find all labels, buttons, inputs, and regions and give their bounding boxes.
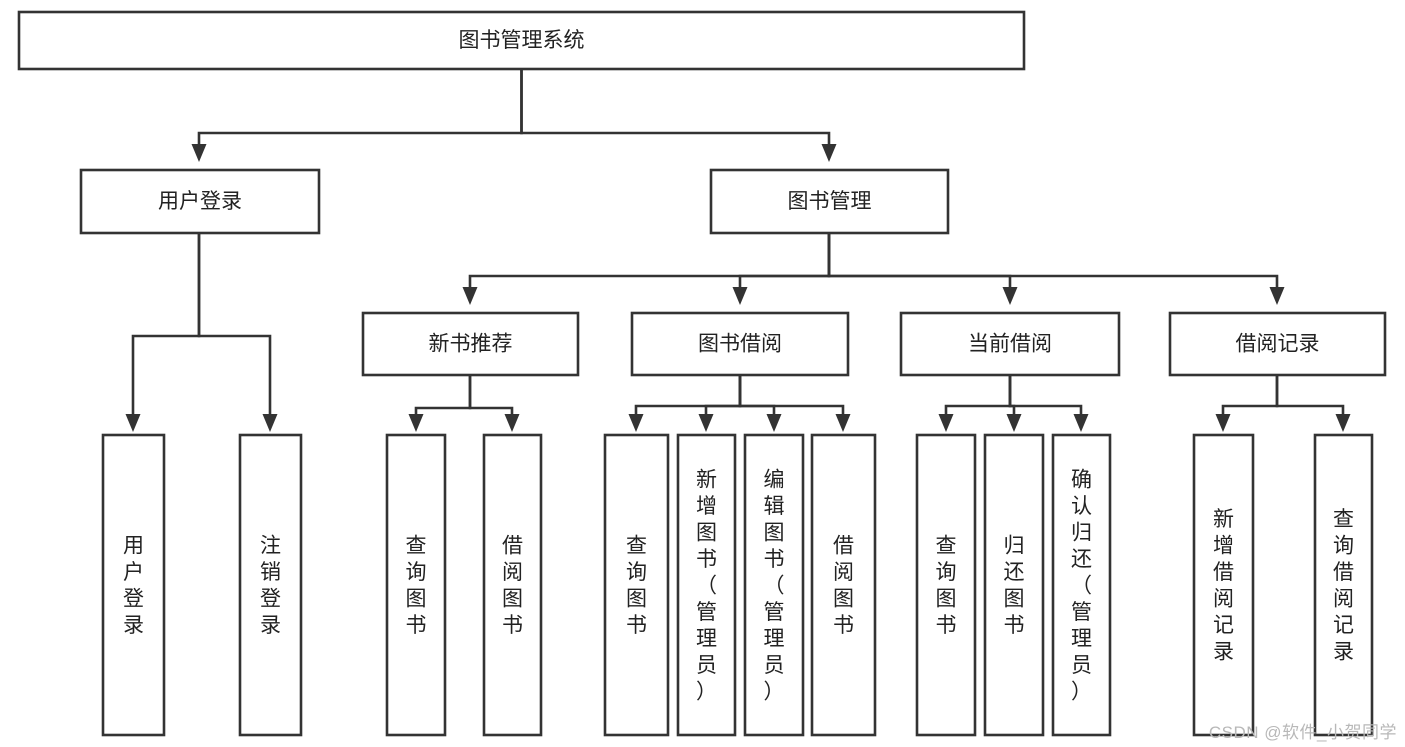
node-label: 图书管理 [788,190,872,213]
leaf-node-确认归还管理员[interactable]: 确认归还（管理员） [1051,433,1112,737]
node-box [915,433,977,737]
node-box [709,168,950,235]
leaf-node-借阅图书[interactable]: 借阅图书 [482,433,543,737]
arrow-head-icon [938,414,954,432]
arrow-head-icon [698,414,714,432]
leaf-node-查询图书[interactable]: 查询图书 [603,433,670,737]
arrow-head-icon [732,287,748,305]
arrow-head-icon [462,287,478,305]
connector-图书管理-to-当前借阅 [827,233,1012,301]
arrow-head-icon [628,414,644,432]
connector-用户登录-to-用户登录-叶 [131,233,201,423]
node-box [385,433,447,737]
node-label: 图书管理系统 [459,29,585,52]
node-box [810,433,877,737]
node-label: 新增借阅记录 [1213,508,1234,664]
node-label: 用户登录 [123,535,144,638]
node-label: 查询图书 [626,535,647,638]
connector-借阅记录-to-新增借阅记录 [1221,375,1279,423]
node-label: 注销登录 [260,535,281,638]
node-label: 借阅记录 [1236,333,1320,356]
node-level2-当前借阅[interactable]: 当前借阅 [899,311,1121,377]
connector-新书推荐-to-查询图书 [414,375,472,423]
arrow-head-icon [504,414,520,432]
leaf-node-查询借阅记录[interactable]: 查询借阅记录 [1313,433,1374,737]
node-box [743,433,805,737]
node-label: 新增图书（管理员） [696,468,717,703]
node-box [482,433,543,737]
connector-图书管理-to-图书借阅 [738,233,831,301]
node-level2-借阅记录[interactable]: 借阅记录 [1168,311,1387,377]
node-label: 查询图书 [936,535,957,638]
node-label: 借阅图书 [833,535,854,638]
node-label: 归还图书 [1004,535,1025,638]
node-level2-新书推荐[interactable]: 新书推荐 [361,311,580,377]
node-box [361,311,580,377]
connector-图书借阅-to-查询图书 [634,375,742,423]
node-box [1313,433,1374,737]
node-box [676,433,737,737]
node-root-图书管理系统[interactable]: 图书管理系统 [17,10,1026,71]
node-label: 当前借阅 [968,333,1052,356]
node-box [238,433,303,737]
node-label: 查询借阅记录 [1333,508,1354,664]
node-box [983,433,1045,737]
arrowhead-layer [125,144,1351,432]
node-label: 编辑图书（管理员） [764,468,785,703]
arrow-head-icon [1269,287,1285,305]
leaf-node-新增借阅记录[interactable]: 新增借阅记录 [1192,433,1255,737]
arrow-head-icon [835,414,851,432]
arrow-head-icon [191,144,207,162]
arrow-head-icon [1335,414,1351,432]
node-level1-图书管理[interactable]: 图书管理 [709,168,950,235]
node-label: 借阅图书 [502,535,523,638]
node-level2-图书借阅[interactable]: 图书借阅 [630,311,850,377]
node-box [899,311,1121,377]
node-box [101,433,166,737]
arrow-head-icon [821,144,837,162]
node-label: 用户登录 [158,190,242,213]
node-label: 图书借阅 [698,333,782,356]
connector-当前借阅-to-查询图书 [944,375,1012,423]
node-box [603,433,670,737]
arrow-head-icon [125,414,141,432]
arrow-head-icon [1073,414,1089,432]
connector-图书管理-to-新书推荐 [468,233,831,301]
arrow-head-icon [1215,414,1231,432]
leaf-node-注销登录[interactable]: 注销登录 [238,433,303,737]
node-box [17,10,1026,71]
connector-用户登录-to-注销登录-叶 [197,233,272,423]
leaf-node-查询图书[interactable]: 查询图书 [385,433,447,737]
node-level1-用户登录[interactable]: 用户登录 [79,168,321,235]
leaf-node-编辑图书管理员[interactable]: 编辑图书（管理员） [743,433,805,737]
connector-图书借阅-to-借阅图书 [738,375,845,423]
connector-图书管理-to-借阅记录 [827,233,1279,301]
arrow-head-icon [766,414,782,432]
node-box [79,168,321,235]
node-box [1192,433,1255,737]
leaf-node-归还图书[interactable]: 归还图书 [983,433,1045,737]
arrow-head-icon [408,414,424,432]
node-label: 确认归还（管理员） [1071,468,1092,703]
node-box [1051,433,1112,737]
node-box [1168,311,1387,377]
arrow-head-icon [1002,287,1018,305]
connector-图书管理系统-to-图书管理 [520,69,831,158]
node-box [630,311,850,377]
connector-借阅记录-to-查询借阅记录 [1275,375,1345,423]
connector-图书管理系统-to-用户登录 [197,69,523,158]
leaf-node-新增图书管理员[interactable]: 新增图书（管理员） [676,433,737,737]
leaf-node-借阅图书[interactable]: 借阅图书 [810,433,877,737]
arrow-head-icon [262,414,278,432]
node-layer: 图书管理系统用户登录图书管理新书推荐图书借阅当前借阅借阅记录用户登录注销登录查询… [17,10,1387,737]
node-label: 查询图书 [406,535,427,638]
leaf-node-查询图书[interactable]: 查询图书 [915,433,977,737]
node-label: 新书推荐 [429,333,513,356]
arrow-head-icon [1006,414,1022,432]
leaf-node-用户登录[interactable]: 用户登录 [101,433,166,737]
